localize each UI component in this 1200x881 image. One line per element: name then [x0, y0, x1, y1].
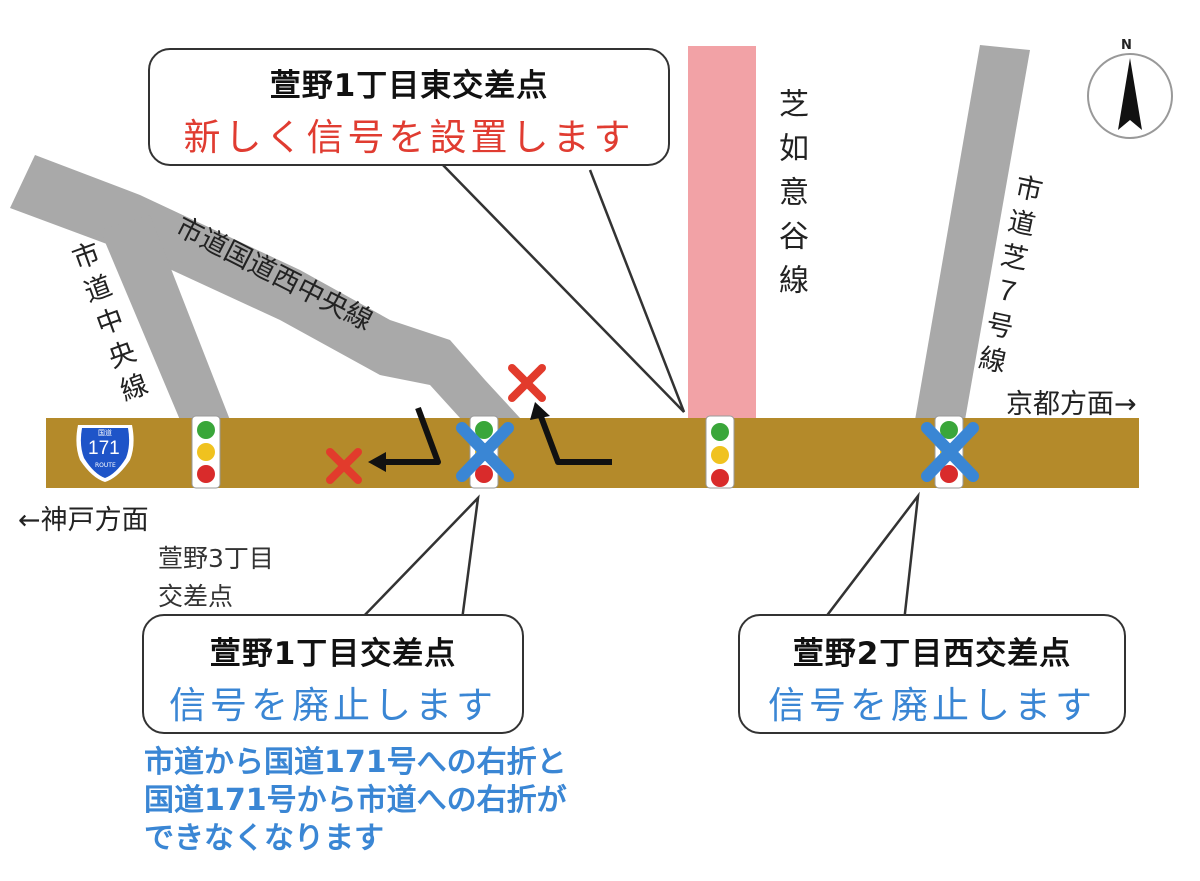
cross-mark-west [326, 448, 362, 484]
road-label-shibanyoitani: 芝如意谷線 [773, 88, 808, 308]
abolish-mark-kayano1 [456, 422, 514, 482]
callout-pointer-kayano1 [359, 494, 480, 621]
turn-restriction-note: 市道から国道171号への右折と 国道171号から市道への右折が できなくなります [144, 744, 567, 858]
route-shield-bottom-text: ROUTE [95, 462, 116, 469]
route-shield-top-text: 国道 [98, 429, 112, 437]
route-171-shield-icon [76, 425, 134, 482]
intersection-kayano3-line1: 萱野3丁目 [158, 544, 274, 573]
callout-new-signal-body: 新しく信号を設置します [183, 116, 635, 159]
callout-kayano1-body: 信号を廃止します [169, 684, 497, 727]
north-compass-icon [1087, 53, 1173, 139]
road-shibanyoitani [688, 46, 756, 421]
callout-pointer-new-signal [439, 161, 686, 413]
intersection-label-kayano3: 萱野3丁目 交差点 [158, 540, 274, 616]
callout-new-signal: 萱野1丁目東交差点 新しく信号を設置します [148, 48, 670, 166]
callout-pointer-kayano2w [821, 491, 920, 623]
note-line1: 市道から国道171号への右折と [144, 745, 567, 780]
no-right-turn-arrow-north [530, 402, 612, 465]
signal-kayano1-east [705, 415, 735, 489]
direction-kobe: ←神戸方面 [18, 505, 149, 536]
note-line3: できなくなります [144, 821, 384, 856]
road-shiba7 [915, 45, 1030, 420]
compass-label: N [1121, 38, 1132, 53]
no-right-turn-arrow-west [368, 406, 441, 472]
signal-kayano3 [191, 415, 221, 489]
callout-kayano2w: 萱野2丁目西交差点 信号を廃止します [738, 614, 1126, 734]
callout-kayano2w-body: 信号を廃止します [768, 684, 1096, 727]
note-line2: 国道171号から市道への右折が [144, 783, 567, 818]
abolish-mark-kayano2w [921, 422, 979, 482]
route-shield-number: 171 [88, 438, 120, 459]
direction-kyoto: 京都方面→ [1006, 389, 1137, 420]
callout-kayano2w-title: 萱野2丁目西交差点 [792, 636, 1072, 672]
road-chuo [100, 215, 230, 420]
cross-mark-north [508, 364, 546, 402]
intersection-kayano3-line2: 交差点 [158, 582, 234, 611]
callout-new-signal-title: 萱野1丁目東交差点 [269, 68, 549, 104]
callout-kayano1-title: 萱野1丁目交差点 [209, 636, 457, 672]
callout-kayano1: 萱野1丁目交差点 信号を廃止します [142, 614, 524, 734]
